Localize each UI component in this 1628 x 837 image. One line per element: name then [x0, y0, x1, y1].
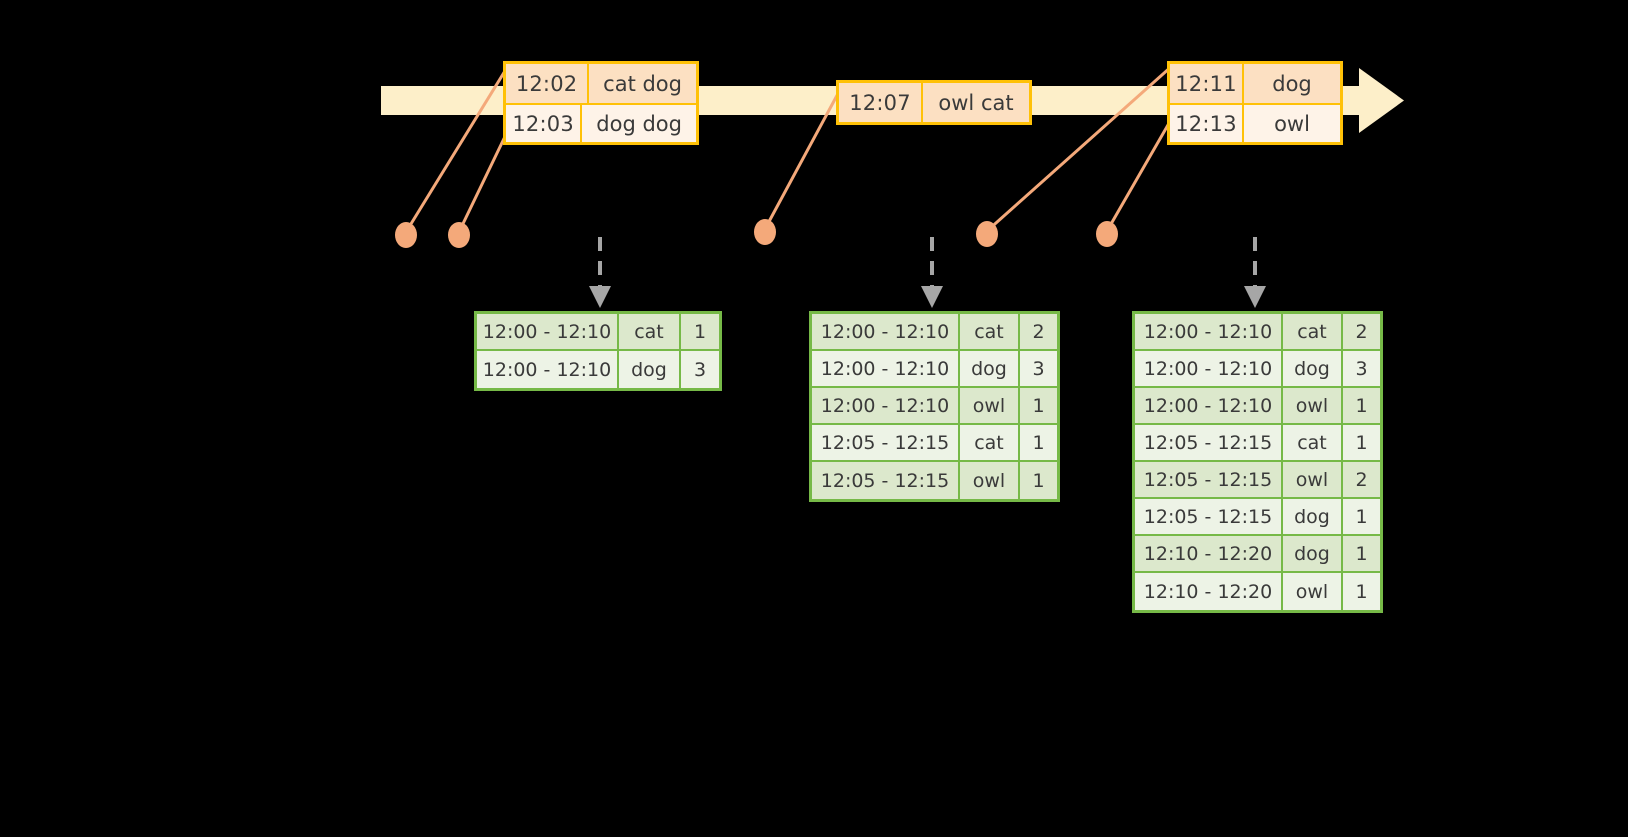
cell-word: owl [1283, 573, 1343, 610]
cell-count: 2 [1355, 320, 1368, 343]
dashed-arrow-1 [589, 237, 611, 308]
event-row: 12:02 cat dog [506, 64, 696, 103]
cell-window: 12:00 - 12:10 [1135, 388, 1283, 423]
event-words: owl [1274, 111, 1310, 136]
cell-count: 1 [1355, 580, 1368, 603]
dot-2-icon [448, 222, 470, 248]
cell-word: owl [1283, 388, 1343, 423]
cell-count: 1 [1032, 394, 1045, 417]
event-time: 12:13 [1170, 105, 1244, 142]
cell-word: cat [1283, 314, 1343, 349]
event-row: 12:07 owl cat [839, 83, 1029, 122]
event-words: cat dog [603, 71, 682, 96]
cell-window: 12:00 - 12:10 [1135, 351, 1283, 386]
event-time: 12:11 [1170, 64, 1244, 103]
cell-window: 12:00 - 12:10 [812, 388, 960, 423]
cell-count: 3 [1355, 357, 1368, 380]
cell-word: dog [960, 351, 1020, 386]
cell-window: 12:05 - 12:15 [1135, 499, 1283, 534]
cell-window: 12:05 - 12:15 [812, 462, 960, 499]
cell-window: 12:00 - 12:10 [477, 314, 619, 349]
cell-count: 1 [1355, 542, 1368, 565]
cell-window: 12:00 - 12:10 [477, 351, 619, 388]
dot-5-icon [1096, 221, 1118, 247]
cell-count: 2 [1355, 468, 1368, 491]
event-time: 12:07 [839, 83, 923, 122]
cell-window: 12:00 - 12:10 [812, 314, 960, 349]
cell-word: owl [960, 462, 1020, 499]
event-group-3: 12:11 dog 12:13 owl [1167, 61, 1343, 145]
event-group-1: 12:02 cat dog 12:03 dog dog [503, 61, 699, 145]
cell-word: cat [960, 425, 1020, 460]
cell-word: owl [960, 388, 1020, 423]
cell-word: cat [619, 314, 681, 349]
cell-window: 12:00 - 12:10 [1135, 314, 1283, 349]
cell-count: 2 [1032, 320, 1045, 343]
event-words: dog [1272, 71, 1312, 96]
cell-count: 1 [1355, 505, 1368, 528]
cell-word: cat [960, 314, 1020, 349]
event-time: 12:03 [506, 105, 583, 142]
cell-window: 12:05 - 12:15 [812, 425, 960, 460]
cell-window: 12:10 - 12:20 [1135, 573, 1283, 610]
event-row: 12:03 dog dog [506, 103, 696, 142]
cell-count: 1 [1032, 469, 1045, 492]
cell-count: 3 [1032, 357, 1045, 380]
cell-window: 12:05 - 12:15 [1135, 462, 1283, 497]
cell-count: 1 [1032, 431, 1045, 454]
cell-count: 3 [693, 358, 707, 381]
cell-count: 1 [1355, 431, 1368, 454]
dashed-arrow-2 [921, 237, 943, 308]
dashed-arrow-3 [1244, 237, 1266, 308]
cell-count: 1 [693, 320, 707, 343]
cell-word: dog [1283, 499, 1343, 534]
dot-3-icon [754, 219, 776, 245]
cell-word: dog [1283, 536, 1343, 571]
cell-word: dog [619, 351, 681, 388]
cell-window: 12:10 - 12:20 [1135, 536, 1283, 571]
event-words: owl cat [938, 90, 1014, 115]
event-time: 12:02 [506, 64, 590, 103]
cell-count: 1 [1355, 394, 1368, 417]
event-row: 12:11 dog [1170, 64, 1340, 103]
event-row: 12:13 owl [1170, 103, 1340, 142]
dot-4-icon [976, 221, 998, 247]
event-words: dog dog [596, 111, 682, 136]
cell-word: cat [1283, 425, 1343, 460]
event-group-2: 12:07 owl cat [836, 80, 1032, 125]
cell-word: dog [1283, 351, 1343, 386]
cell-word: owl [1283, 462, 1343, 497]
dot-1-icon [395, 222, 417, 248]
cell-window: 12:05 - 12:15 [1135, 425, 1283, 460]
dashed-down-arrows [589, 237, 1266, 308]
cell-window: 12:00 - 12:10 [812, 351, 960, 386]
connector-dots [395, 219, 1118, 248]
